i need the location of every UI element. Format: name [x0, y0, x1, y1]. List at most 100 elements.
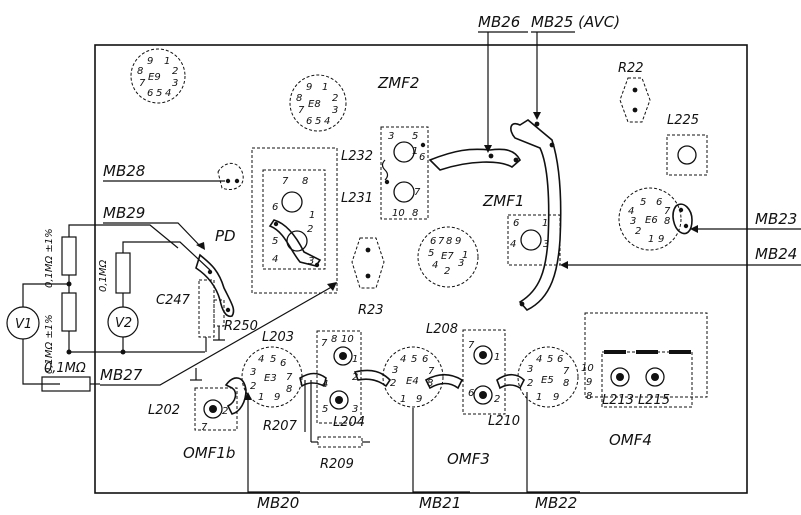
pin: 4	[324, 116, 330, 127]
pin: 3	[458, 258, 464, 269]
label-e5: E5	[541, 375, 554, 386]
pin: 6	[430, 236, 436, 247]
pin: 9	[147, 56, 153, 67]
label-mb24: MB24	[755, 245, 797, 263]
pin: 9	[586, 377, 592, 388]
label-mb21: MB21	[419, 494, 461, 512]
label-mb22: MB22	[535, 494, 577, 512]
label-c247: C247	[156, 293, 191, 308]
pin: 4	[165, 88, 171, 99]
pin: 6	[280, 358, 286, 369]
socket-e7: E7 6 7 8 9 5 1 4 2 3	[417, 226, 479, 288]
pin: 1	[648, 234, 654, 245]
label-mb20: MB20	[257, 494, 299, 512]
pin: 8	[586, 391, 592, 402]
pin: 1	[542, 218, 548, 229]
pin: 8	[563, 378, 569, 389]
pin: 5	[315, 116, 321, 127]
module-omf4: 10 9 8 L213 L215 OMF4	[581, 312, 708, 449]
label-r22: R22	[618, 61, 644, 76]
pin: 8	[286, 384, 292, 395]
pin: 7	[201, 422, 208, 433]
pin: 7	[664, 206, 671, 217]
pin: 9	[658, 234, 664, 245]
pin: 7	[282, 176, 289, 187]
pin: 3	[630, 216, 636, 227]
callout-mb28: MB28	[103, 162, 244, 190]
coil-zmf1: ZMF1 6 1 4 3	[482, 192, 561, 266]
pin: 8	[331, 334, 337, 345]
callout-mb23: MB23	[690, 210, 801, 233]
label-l204: L204	[333, 415, 365, 430]
label-res-bottom: 0,1MΩ	[44, 361, 86, 376]
pin: 2	[352, 372, 358, 383]
label-res-mid: 0,1MΩ ±1%	[44, 314, 55, 374]
resistor-r22: R22	[618, 61, 651, 123]
pin: 6	[272, 202, 278, 213]
label-res-v2: 0,1MΩ	[98, 259, 109, 292]
pin: 5	[156, 88, 162, 99]
coil-l225: L225	[666, 113, 708, 176]
pin: 8	[427, 378, 433, 389]
pin: 3	[392, 365, 398, 376]
label-pd: PD	[215, 227, 236, 245]
socket-e4: E4 4 5 6 3 7 2 8 1 9	[382, 346, 464, 408]
label-omf1b: OMF1b	[183, 444, 235, 462]
pin: 9	[416, 394, 422, 405]
callout-mb26: MB26	[478, 13, 528, 153]
pin: 3	[332, 105, 338, 116]
label-l231: L231	[341, 191, 373, 206]
pin: 7	[468, 340, 475, 351]
pin: 8	[137, 66, 143, 77]
coil-zmf2: ZMF2 L232 L231 3 5 1 6 7 10 8	[341, 74, 429, 220]
pin: 3	[527, 364, 533, 375]
pin: 5	[428, 248, 434, 259]
pin: 6	[419, 152, 425, 163]
label-zmf2: ZMF2	[377, 74, 419, 92]
pin: 1	[352, 354, 358, 365]
pin: 10	[392, 208, 405, 219]
module-pd: PD 7 8 6 2 1 5 4 3	[215, 147, 338, 294]
pin: 4	[432, 260, 438, 271]
pin: 7	[428, 366, 435, 377]
pin: 7	[298, 105, 305, 116]
label-l225: L225	[667, 113, 699, 128]
pin: 1	[309, 210, 315, 221]
coil-l208: L208 7 1 6 2	[426, 322, 525, 415]
label-r23: R23	[358, 303, 384, 318]
callout-mb24: MB24	[560, 245, 801, 269]
callout-mb20: MB20	[244, 392, 300, 512]
label-v2: V2	[115, 316, 132, 331]
label-mb23: MB23	[755, 210, 797, 228]
socket-e9: E9 9 1 8 2 7 3 6 5 4	[130, 48, 186, 104]
pin: 6	[513, 218, 519, 229]
label-l203: L203	[262, 330, 294, 345]
callout-mb22: MB22	[526, 392, 580, 512]
pin: 9	[553, 392, 559, 403]
pin: 3	[250, 367, 256, 378]
pin: 2	[527, 378, 533, 389]
pin: 5	[412, 131, 418, 142]
socket-e5: E5 4 5 6 3 7 2 8 1 9	[517, 346, 579, 408]
pin: 2	[494, 394, 500, 405]
coil-l203: L203 7 8 10 1 2 4 5 3	[262, 330, 392, 424]
pin: 2	[390, 378, 396, 389]
pin: 3	[308, 256, 314, 267]
socket-e8: E8 9 1 8 2 7 3 6 5 4	[289, 74, 347, 132]
pin: 2	[307, 224, 313, 235]
pin: 6	[557, 354, 563, 365]
pin: 2	[250, 381, 256, 392]
pin: 1	[258, 392, 264, 403]
pin: 10	[341, 334, 354, 345]
pin: 1	[412, 146, 418, 157]
callout-mb27: MB27	[100, 282, 337, 386]
label-l208: L208	[426, 322, 458, 337]
label-mb26: MB26	[478, 13, 520, 31]
trace-avc	[510, 119, 562, 311]
external-measurement-circuit: MB29 V1 0,1MΩ ±1% 0,1MΩ ±1% 0,1MΩ V2 0,1…	[6, 204, 211, 392]
capacitor-c247: C247 R250	[156, 253, 258, 352]
pin: 7	[139, 78, 146, 89]
pin: 7	[438, 236, 445, 247]
pin: 4	[258, 354, 264, 365]
